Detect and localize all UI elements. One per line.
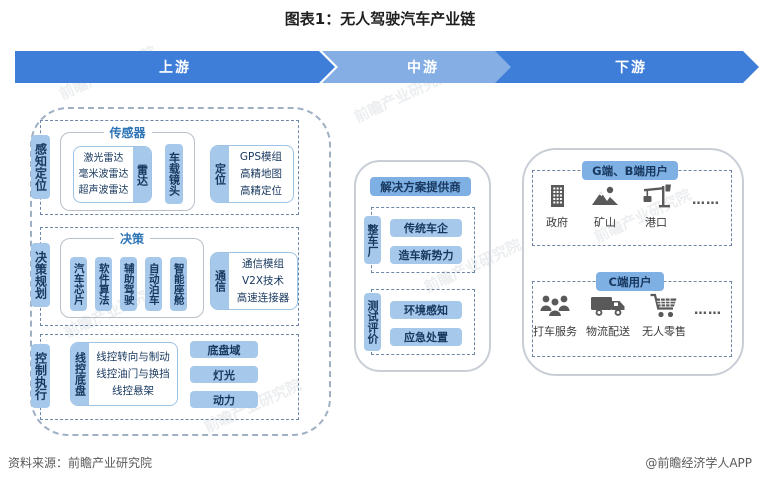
testing-item-env: 环境感知 bbox=[390, 301, 462, 319]
source-note: 资料来源：前瞻产业研究院 bbox=[8, 456, 153, 470]
c-user-label: 无人零售 bbox=[642, 325, 686, 338]
decision-group-label: 决策 bbox=[113, 230, 151, 247]
gb-users-more: …… bbox=[692, 193, 720, 208]
chassis-items: 线控转向与制动 线控油门与换挡 线控悬架 bbox=[89, 343, 177, 405]
gb-user-mine: 矿山 bbox=[583, 182, 627, 230]
radar-tag: 雷达 bbox=[133, 147, 151, 202]
oem-item-newforce: 造车新势力 bbox=[390, 246, 462, 264]
decision-tag-parking: 自动泊车 bbox=[145, 257, 162, 311]
domain-power: 动力 bbox=[190, 391, 258, 408]
decision-tag-adas: 辅助驾驶 bbox=[120, 257, 137, 311]
perception-section-label: 感知定位 bbox=[31, 135, 50, 199]
testing-tag: 测试评价 bbox=[364, 293, 381, 351]
positioning-item: 高精定位 bbox=[240, 184, 282, 197]
decision-tag-software: 软件算法 bbox=[95, 257, 112, 311]
gb-user-port: 港口 bbox=[634, 182, 678, 230]
communication-items: 通信模组 V2X技术 高速连接器 bbox=[229, 253, 297, 309]
radar-item: 毫米波雷达 bbox=[78, 168, 129, 180]
chassis-item: 线控油门与换挡 bbox=[96, 367, 170, 380]
communication-tag: 通信 bbox=[211, 253, 229, 309]
positioning-items: GPS模组 高精地图 高精定位 bbox=[229, 146, 293, 202]
flow-stage-label: 上游 bbox=[159, 60, 191, 76]
testing-item-emergency: 应急处置 bbox=[390, 328, 462, 346]
ride-hailing-people-icon bbox=[538, 292, 572, 319]
flow-stage-label: 中游 bbox=[407, 60, 439, 76]
c-users-header: C端用户 bbox=[596, 272, 664, 291]
gb-user-government: 政府 bbox=[535, 182, 579, 230]
domain-light: 灯光 bbox=[190, 366, 258, 383]
flow-stage-label: 下游 bbox=[615, 60, 647, 76]
decision-tag-cockpit: 智能座舱 bbox=[170, 257, 187, 311]
government-building-icon bbox=[543, 182, 571, 210]
logistics-truck-icon bbox=[590, 293, 626, 319]
retail-cart-icon bbox=[649, 292, 679, 319]
flow-stage-midstream: 中游 bbox=[322, 51, 516, 83]
c-user-label: 物流配送 bbox=[586, 325, 630, 338]
c-user-ridehailing: 打车服务 bbox=[529, 292, 581, 339]
decision-tag-chip: 汽车芯片 bbox=[70, 257, 87, 311]
communication-item: V2X技术 bbox=[241, 274, 285, 287]
flow-stage-downstream: 下游 bbox=[495, 51, 759, 83]
sensor-group-label: 传感器 bbox=[103, 124, 152, 141]
c-user-label: 打车服务 bbox=[533, 325, 577, 338]
domain-chassis: 底盘域 bbox=[190, 341, 258, 358]
chassis-tag: 线控底盘 bbox=[71, 343, 89, 405]
gb-users-header: G端、B端用户 bbox=[582, 161, 678, 180]
communication-item: 通信模组 bbox=[242, 257, 284, 270]
control-section-label: 控制执行 bbox=[31, 344, 50, 408]
flow-stage-upstream: 上游 bbox=[15, 51, 335, 83]
positioning-box: 定位 GPS模组 高精地图 高精定位 bbox=[210, 145, 294, 203]
communication-item: 高速连接器 bbox=[236, 291, 290, 304]
midstream-panel bbox=[354, 160, 491, 372]
c-user-retail: 无人零售 bbox=[638, 292, 690, 339]
chassis-box: 线控底盘 线控转向与制动 线控油门与换挡 线控悬架 bbox=[70, 342, 178, 406]
solution-provider-header: 解决方案提供商 bbox=[370, 177, 471, 196]
oem-tag: 整车厂 bbox=[364, 216, 381, 264]
positioning-item: 高精地图 bbox=[240, 167, 282, 180]
credit-note: @前瞻经济学人APP bbox=[645, 456, 752, 470]
radar-item: 激光雷达 bbox=[83, 152, 124, 164]
gb-user-label: 政府 bbox=[546, 216, 568, 229]
c-user-logistics: 物流配送 bbox=[582, 293, 634, 339]
decision-group: 决策 bbox=[60, 230, 204, 318]
page-title: 图表1：无人驾驶汽车产业链 bbox=[284, 10, 476, 28]
decision-section-label: 决策规划 bbox=[31, 243, 50, 307]
gb-user-label: 矿山 bbox=[594, 216, 616, 229]
c-users-more: …… bbox=[694, 303, 722, 318]
camera-tag: 车载镜头 bbox=[165, 144, 183, 204]
communication-box: 通信 通信模组 V2X技术 高速连接器 bbox=[210, 252, 298, 310]
gb-user-label: 港口 bbox=[645, 216, 667, 229]
chassis-item: 线控悬架 bbox=[112, 384, 154, 397]
positioning-tag: 定位 bbox=[211, 146, 229, 202]
port-crane-icon bbox=[640, 182, 672, 210]
mine-mountain-icon bbox=[590, 182, 620, 210]
oem-item-traditional: 传统车企 bbox=[390, 219, 462, 237]
positioning-item: GPS模组 bbox=[239, 150, 283, 163]
downstream-panel bbox=[522, 148, 744, 376]
radar-items: 激光雷达 毫米波雷达 超声波雷达 bbox=[74, 147, 133, 202]
radar-box: 激光雷达 毫米波雷达 超声波雷达 雷达 bbox=[73, 146, 152, 203]
sensor-group: 传感器 bbox=[60, 124, 195, 211]
chassis-item: 线控转向与制动 bbox=[96, 350, 170, 363]
radar-item: 超声波雷达 bbox=[78, 184, 129, 196]
